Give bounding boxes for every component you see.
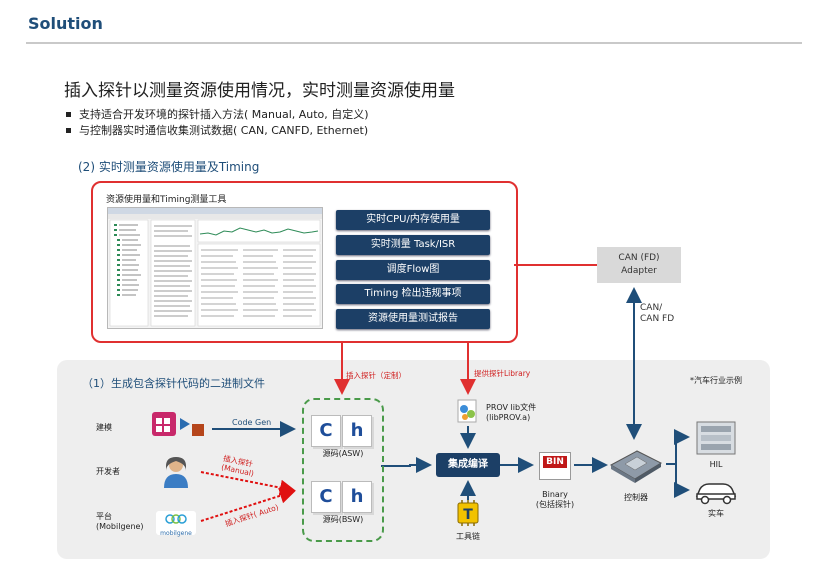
insert-probe-custom-label: 插入探针（定制） xyxy=(346,371,406,380)
vehicle-car-icon xyxy=(695,483,737,505)
h-file-icon: h xyxy=(342,415,372,447)
h-file-icon: h xyxy=(342,481,372,513)
actor-modeling-label: 建模 xyxy=(96,423,112,432)
tool-screenshot xyxy=(107,207,323,329)
source-code-group xyxy=(302,398,384,542)
mobilgene-logo-text: mobilgene xyxy=(160,530,192,537)
binary-chip-icon: BIN xyxy=(539,452,571,480)
button-timing-violation[interactable]: Timing 检出违规事项 xyxy=(336,284,490,304)
mobilgene-logo: mobilgene xyxy=(156,511,196,537)
c-file-icon: C xyxy=(311,415,341,447)
toolchain-chip-icon: T xyxy=(457,500,479,526)
can-link-line2: CAN FD xyxy=(640,314,675,324)
controller-label: 控制器 xyxy=(624,493,648,502)
integrated-compile-box: 集成编译 xyxy=(436,453,500,477)
actor-platform-label: 平台 (Mobilgene) xyxy=(96,512,144,532)
prov-lib-label: PROV lib文件 (libPROV.a) xyxy=(486,403,536,423)
provide-library-label: 提供探针Library xyxy=(474,369,531,378)
toolchain-glyph: T xyxy=(463,507,473,523)
bullet-text: 支持适合开发环境的探针插入方法( Manual, Auto, 自定义) xyxy=(79,108,369,121)
button-realtime-cpu-memory[interactable]: 实时CPU/内存使用量 xyxy=(336,210,490,230)
page-title: Solution xyxy=(28,14,103,33)
bullet-text: 与控制器实时通信收集测试数据( CAN, CANFD, Ethernet) xyxy=(79,124,369,137)
can-link-label: CAN/ CAN FD xyxy=(640,303,674,325)
header-divider xyxy=(26,42,802,44)
binary-line1: Binary xyxy=(542,490,568,499)
tool-title: 资源使用量和Timing测量工具 xyxy=(106,195,227,205)
section1-title: （1）生成包含探针代码的二进制文件 xyxy=(82,377,265,390)
developer-person-icon xyxy=(164,457,188,488)
actor-platform-line1: 平台 xyxy=(96,512,112,521)
can-adapter-line1: CAN (FD) xyxy=(618,253,660,263)
bullet-item: 与控制器实时通信收集测试数据( CAN, CANFD, Ethernet) xyxy=(66,122,368,138)
library-file-icon xyxy=(457,399,477,423)
actor-developer-label: 开发者 xyxy=(96,467,120,476)
prov-lib-line2: (libPROV.a) xyxy=(486,413,531,422)
toolchain-label: 工具链 xyxy=(456,532,480,541)
hil-rack-icon xyxy=(696,421,736,455)
bullet-item: 支持适合开发环境的探针插入方法( Manual, Auto, 自定义) xyxy=(66,106,369,122)
code-gen-label: Code Gen xyxy=(232,418,272,427)
binary-badge: BIN xyxy=(543,456,567,468)
c-file-icon: C xyxy=(311,481,341,513)
can-adapter-box: CAN (FD) Adapter xyxy=(597,247,681,283)
actor-platform-line2: (Mobilgene) xyxy=(96,522,144,531)
bsw-source-label: 源码(BSW) xyxy=(322,515,364,524)
modeling-tool-icon xyxy=(152,412,204,436)
bullet-square-icon xyxy=(66,127,71,133)
tool-screenshot-graphic xyxy=(108,208,322,327)
mobilgene-mark-icon xyxy=(165,514,187,524)
asw-source-label: 源码(ASW) xyxy=(322,449,364,458)
controller-ecu-icon xyxy=(609,450,663,483)
can-link-line1: CAN/ xyxy=(640,303,663,313)
car-label: 实车 xyxy=(708,509,724,518)
can-adapter-line2: Adapter xyxy=(621,266,657,276)
binary-line2: (包括探针) xyxy=(535,500,575,509)
automotive-note: *汽车行业示例 xyxy=(690,376,742,385)
section2-title: (2) 实时测量资源使用量及Timing xyxy=(78,160,260,174)
button-realtime-task-isr[interactable]: 实时测量 Task/ISR xyxy=(336,235,490,255)
button-resource-report[interactable]: 资源使用量测试报告 xyxy=(336,309,490,329)
button-scheduling-flow[interactable]: 调度Flow图 xyxy=(336,260,490,280)
prov-lib-line1: PROV lib文件 xyxy=(486,403,537,412)
binary-label: Binary (包括探针) xyxy=(530,490,580,510)
intro-title: 插入探针以测量资源使用情况，实时测量资源使用量 xyxy=(64,81,455,101)
hil-label: HIL xyxy=(709,460,723,469)
bullet-square-icon xyxy=(66,111,71,117)
